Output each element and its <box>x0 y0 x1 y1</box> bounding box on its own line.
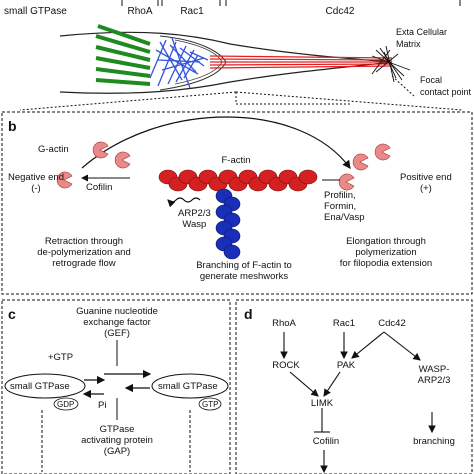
g-actin-monomers <box>56 141 391 191</box>
cofilin-label: Cofilin <box>86 182 113 193</box>
header-cdc42: Cdc42 <box>325 6 355 17</box>
panel-d-frame <box>235 299 473 474</box>
gtp-in-label: +GTP <box>48 352 74 363</box>
gtpase-left-label: small GTPase <box>10 381 70 392</box>
rhoa-node: RhoA <box>272 318 296 329</box>
cofilin-node: Cofilin <box>312 436 340 447</box>
panel-b-letter: b <box>8 118 17 134</box>
panel-a-cell <box>19 0 463 111</box>
focal-contact-label: Focal contact point <box>420 75 472 97</box>
elongation-text: Elongation through polymerization for fi… <box>339 236 433 269</box>
gtpase-right-shape <box>151 373 229 399</box>
gtpase-right-label: small GTPase <box>158 381 218 392</box>
gap-label: GTPase activating protein (GAP) <box>81 424 153 457</box>
f-actin-label: F-actin <box>221 155 251 166</box>
rock-node: ROCK <box>272 360 300 371</box>
panel-d-letter: d <box>244 306 253 322</box>
pi-label: Pi <box>98 400 107 411</box>
header-rac1: Rac1 <box>180 6 204 17</box>
rac1-node: Rac1 <box>332 318 356 329</box>
pathway-arrows <box>280 331 436 474</box>
panel-c-letter: c <box>8 306 16 322</box>
g-actin-label: G-actin <box>38 144 69 155</box>
panel-b-frame <box>1 111 473 295</box>
retrograde-arrow <box>167 197 201 208</box>
negative-end-label: Negative end (-) <box>8 172 64 194</box>
profilin-formin-label: Profilin, Formin, Ena/Vasp <box>324 190 365 223</box>
panel-c-frame <box>1 299 231 474</box>
header-rhoa: RhoA <box>127 6 153 17</box>
arp-branch <box>215 188 241 260</box>
gtp-label: GTP <box>202 400 219 409</box>
header-small-gtpase: small GTPase <box>4 6 67 17</box>
branching-node: branching <box>413 436 455 447</box>
gtpase-left-shape <box>4 373 86 399</box>
cdc42-node: Cdc42 <box>378 318 406 329</box>
cycle-arrow <box>81 116 351 169</box>
retraction-text: Retraction through de-polymerization and… <box>37 236 131 269</box>
gef-label: Guanine nucleotide exchange factor (GEF) <box>76 306 158 339</box>
ecm-label: Exta Cellular Matrix <box>396 27 448 49</box>
positive-end-label: Positive end (+) <box>400 172 452 194</box>
gdp-label: GDP <box>57 400 75 409</box>
limk-node: LIMK <box>310 398 334 409</box>
wasp-arp-node: WASP- ARP2/3 <box>417 364 451 386</box>
pak-node: PAK <box>336 360 356 371</box>
f-actin-filament <box>158 169 318 192</box>
arp-wasp-label: ARP2/3 Wasp <box>178 208 211 230</box>
branching-text: Branching of F-actin to generate meshwor… <box>196 260 292 282</box>
